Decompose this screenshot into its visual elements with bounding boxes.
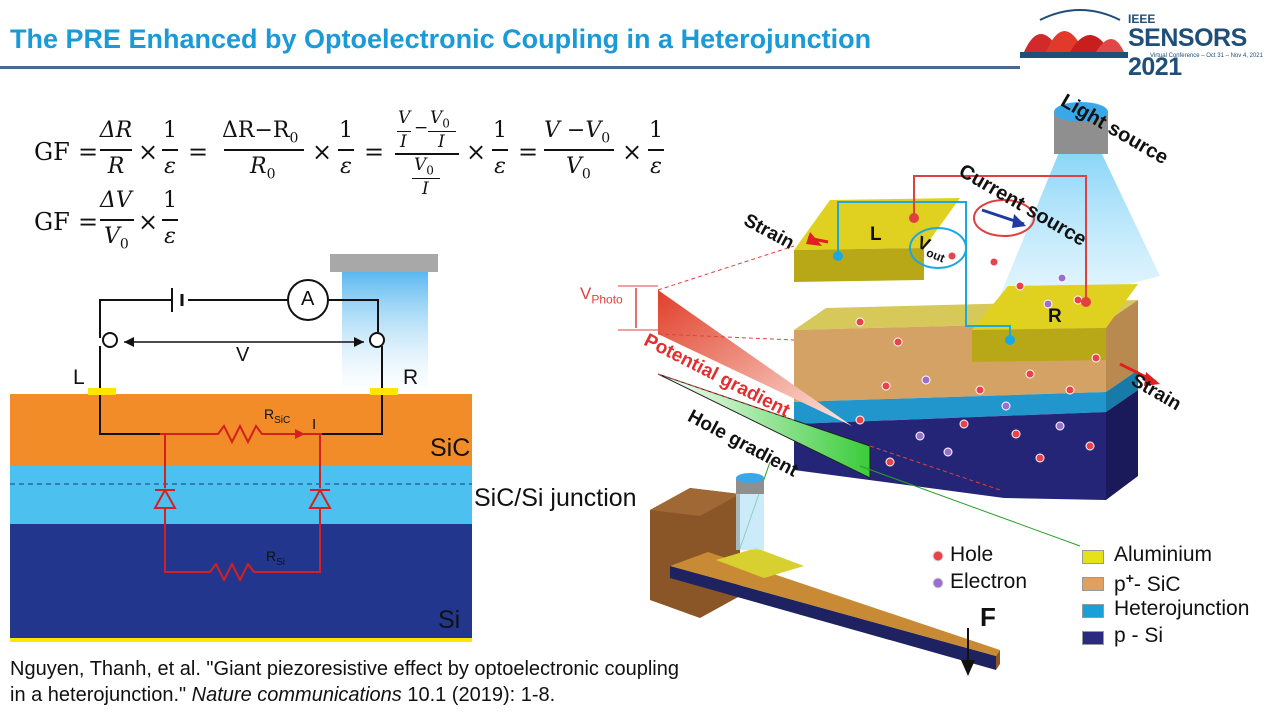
electron-icon [932,577,944,589]
eq-fraction-bar [224,149,304,151]
eq-fraction-bar [100,149,132,151]
legend-aluminium: Aluminium [1114,543,1213,566]
eq-equals: = [518,138,539,166]
eq-den-eps: ε [164,154,176,179]
force-label: F [980,602,996,632]
layer-sic-label: SiC [430,434,471,462]
eq-num-V-over-I: V [398,108,411,128]
vout-meter [909,227,967,269]
logo-conference-dates: Virtual Conference – Oct 31 – Nov 4, 202… [1150,53,1263,59]
resistor-rsi [164,434,321,583]
eq-den-R0: R0 [250,154,276,183]
eq-den-eps: ε [340,154,352,179]
vphoto-label: VPhoto [580,284,623,307]
device-illustration [618,102,1160,676]
contact-right-label: R [403,366,419,389]
heterojunction-swatch [1082,604,1104,618]
eq-equals: = [78,138,99,166]
aluminium-swatch [1082,550,1104,564]
contact-r-label: R [1048,306,1062,327]
citation-journal: Nature communications [191,684,402,706]
eq-num-dR-R0: ΔR−R0 [222,118,299,147]
slide-title: The PRE Enhanced by Optoelectronic Coupl… [10,24,872,54]
legend-psic: p+- SiC [1114,570,1181,596]
contact-l-pad [88,388,116,395]
light-beam [342,272,428,394]
title-divider [0,66,1020,69]
ieee-sensors-logo [1020,9,1128,58]
current-source-wire [913,175,1087,302]
charge-carriers [855,251,1101,467]
legend-psi: p - Si [1114,624,1164,647]
voltage-label: V [236,344,250,366]
light-source-block [330,254,438,272]
device-on-beam [716,548,804,578]
layer-junction [10,466,472,524]
opera-house-icon [1020,9,1128,58]
light-beam [990,150,1160,320]
citation: Nguyen, Thanh, et al. "Giant piezoresist… [10,656,679,708]
diode-right-icon [308,487,332,509]
hole-icon [932,550,944,562]
resistor-rsic [160,423,322,445]
vout-wire [837,201,1011,340]
eq-fraction-bar [338,149,354,151]
logo-ieee-text: IEEE [1128,12,1156,26]
eq-num-dR: ΔR [99,118,133,143]
rsi-label: RSi [266,548,286,568]
circuit-schematic [10,254,472,642]
eq-num-V-V0: V −V0 [544,118,611,147]
aluminium-contact-l [794,198,960,250]
aluminium-contact-r [972,284,1138,330]
contact-left-label: L [73,366,85,389]
hole-gradient-wedge [657,373,871,479]
legend-heterojunction: Heterojunction [1114,597,1250,620]
contact-r-pad [370,388,398,395]
eq-num-1: 1 [339,118,353,143]
ammeter-label: A [301,288,315,310]
eq-fraction-bar [395,153,459,155]
legend-hole: Hole [950,543,994,566]
heterojunction-layer [794,392,1106,424]
contact-l-label: L [870,224,882,245]
eq-num-1: 1 [163,118,177,143]
citation-line-2: in a heterojunction." Nature communicati… [10,684,556,706]
layer-junction-label: SiC/Si junction [474,484,637,512]
legend-electron: Electron [950,570,1028,593]
layer-si-label: Si [438,606,461,634]
rsic-label: RSiC [264,406,291,426]
current-source-icon [973,199,1035,237]
logo-conference-name: SENSORS 2021 [1128,24,1247,81]
eq-den-R: R [107,154,125,179]
diode-left-icon [153,487,177,509]
eq-times: × [466,138,487,166]
eq-equals: = [188,138,209,166]
eq-times: × [138,138,159,166]
ammeter-icon [287,279,329,321]
external-circuit-wire [99,299,379,338]
eq-times: × [312,138,333,166]
layer-si [10,524,472,638]
current-label: I [312,416,317,433]
citation-line-1: Nguyen, Thanh, et al. "Giant piezoresist… [10,658,679,680]
eq-fraction-bar [162,149,178,151]
cantilever-beam [670,552,1000,656]
psi-swatch [1082,631,1104,645]
eq-times: × [622,138,643,166]
eq-equals: = [364,138,385,166]
psic-swatch [1082,577,1104,591]
potential-gradient-wedge [658,290,852,426]
eq-gf: GF [34,138,70,166]
